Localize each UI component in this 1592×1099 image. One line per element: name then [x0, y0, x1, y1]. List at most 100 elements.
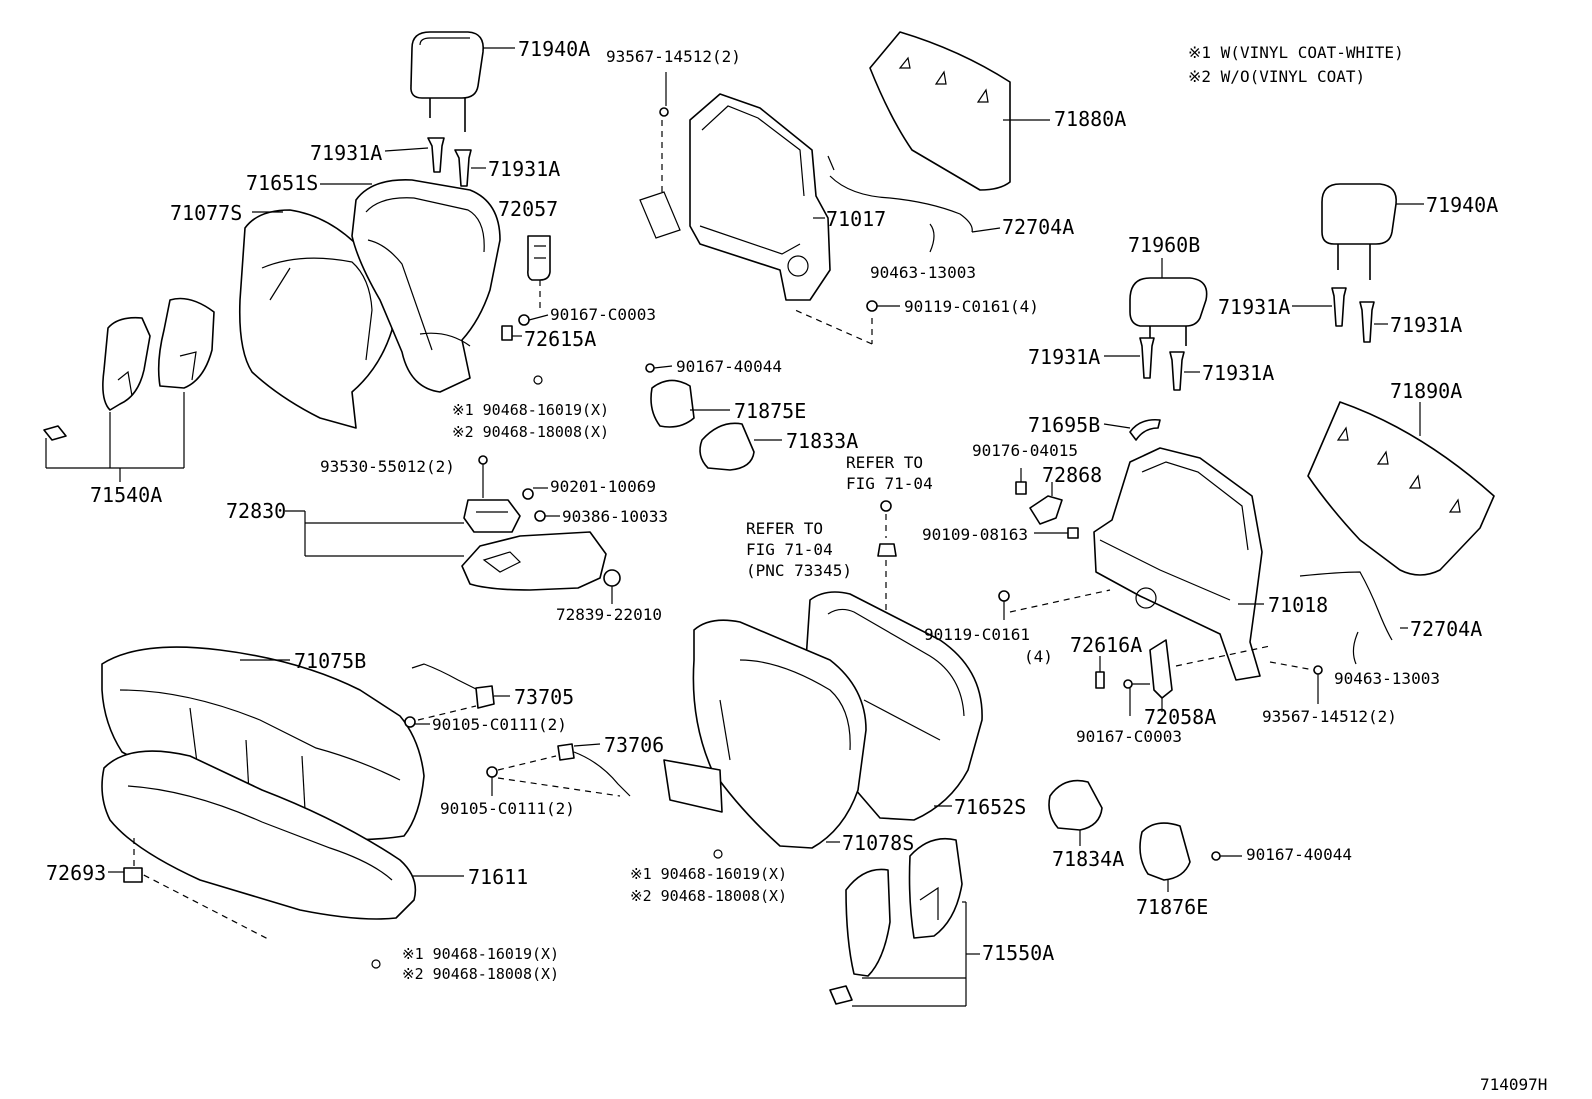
headrest-guide-71931A-a — [384, 137, 445, 173]
bolt-90109 — [1034, 527, 1079, 539]
bolt-93567-top — [659, 72, 669, 117]
pin-90468-c — [371, 959, 381, 969]
label-90109: 90109-08163 — [922, 525, 1028, 544]
headrest-guide-71931A-e — [1104, 337, 1155, 379]
seatback-frame-71018 — [1093, 447, 1264, 681]
label-71540A: 71540A — [90, 483, 163, 507]
side-cover-71550A — [829, 837, 980, 1007]
label-71695B: 71695B — [1028, 413, 1101, 437]
label-71880A: 71880A — [1054, 107, 1127, 131]
cover-71876E — [1139, 822, 1191, 892]
label-90463-bottom: 90463-13003 — [1334, 669, 1440, 688]
label-72868: 72868 — [1042, 463, 1103, 487]
label-71960B: 71960B — [1128, 233, 1201, 257]
bolt-90105-a — [404, 705, 477, 728]
bracket-72868 — [1029, 482, 1063, 525]
side-cover-71540A — [43, 297, 215, 482]
label-90468-b2: ※2 90468-18008(X) — [630, 887, 788, 905]
label-93567-bottom: 93567-14512(2) — [1262, 707, 1397, 726]
label-71931A-4: 71931A — [1390, 313, 1463, 337]
screw-90167-40044-bottom — [1211, 851, 1242, 861]
headrest-guide-71931A-d — [1359, 301, 1388, 343]
label-71890A: 71890A — [1390, 379, 1463, 403]
bolt-ref — [877, 500, 897, 620]
seatback-board-71880A — [869, 31, 1050, 191]
label-71940A-left: 71940A — [518, 37, 591, 61]
label-72839: 72839-22010 — [556, 605, 662, 624]
label-90468-c2: ※2 90468-18008(X) — [402, 965, 560, 983]
label-72693: 72693 — [46, 861, 107, 885]
label-73705: 73705 — [514, 685, 575, 709]
label-71651S: 71651S — [246, 171, 319, 195]
headrest-71940A-left — [410, 31, 515, 132]
label-90176: 90176-04015 — [972, 441, 1078, 460]
headrest-71960B — [1129, 258, 1208, 346]
cable-72704A-bottom — [1299, 571, 1408, 665]
label-71834A: 71834A — [1052, 847, 1125, 871]
cover-71834A — [1048, 779, 1103, 846]
label-90167-C0003-bottom: 90167-C0003 — [1076, 727, 1182, 746]
label-72830: 72830 — [226, 499, 287, 523]
label-72704A-top: 72704A — [1002, 215, 1075, 239]
label-90119-top: 90119-C0161(4) — [904, 297, 1039, 316]
label-90119-bottom-qty: (4) — [1024, 647, 1053, 666]
label-90167-40044-bottom: 90167-40044 — [1246, 845, 1352, 864]
label-90468-a1: ※1 90468-16019(X) — [452, 401, 610, 419]
label-93567-top: 93567-14512(2) — [606, 47, 741, 66]
bolt-90119-bottom — [998, 589, 1111, 620]
ref-fig-71-04-b: REFER TO FIG 71-04 (PNC 73345) — [746, 519, 852, 580]
seatback-frame-71017 — [639, 93, 831, 301]
screw-90167-40044-top — [645, 363, 673, 373]
headrest-guide-71931A-c — [1292, 287, 1347, 327]
label-71875E: 71875E — [734, 399, 807, 423]
label-71940A-right: 71940A — [1426, 193, 1499, 217]
label-71931A-2: 71931A — [488, 157, 561, 181]
label-71931A-5: 71931A — [1028, 345, 1101, 369]
label-90468-a2: ※2 90468-18008(X) — [452, 423, 610, 441]
screw-90167-C0003-top — [518, 314, 549, 326]
armrest-72830 — [285, 455, 607, 591]
pin-90468-a — [533, 375, 543, 385]
label-71931A-6: 71931A — [1202, 361, 1275, 385]
label-71652S: 71652S — [954, 795, 1027, 819]
label-72615A: 72615A — [524, 327, 597, 351]
label-93530: 93530-55012(2) — [320, 457, 455, 476]
washer-90201 — [522, 487, 548, 500]
label-73706: 73706 — [604, 733, 665, 757]
headrest-71940A-right — [1321, 183, 1424, 280]
label-71550A: 71550A — [982, 941, 1055, 965]
label-71833A: 71833A — [786, 429, 859, 453]
seatback-cover-71078S — [663, 619, 867, 849]
seatback-pad-71651S — [320, 179, 501, 393]
label-71078S: 71078S — [842, 831, 915, 855]
label-90105-a: 90105-C0111(2) — [432, 715, 567, 734]
bolt-90119-top — [794, 300, 900, 345]
label-90386: 90386-10033 — [562, 507, 668, 526]
clip-72615A — [501, 325, 522, 341]
label-71017: 71017 — [826, 207, 887, 231]
nut-90176 — [1015, 468, 1027, 495]
headrest-guide-71931A-f — [1169, 351, 1200, 391]
clip-72057 — [527, 235, 551, 312]
bolt-90105-b — [486, 755, 621, 797]
label-90167-40044-top: 90167-40044 — [676, 357, 782, 376]
label-90167-C0003-top: 90167-C0003 — [550, 305, 656, 324]
clip-72616A — [1095, 656, 1105, 689]
hook-73705 — [411, 663, 510, 709]
pin-90468-b — [713, 849, 723, 859]
label-71931A-3: 71931A — [1218, 295, 1291, 319]
label-71075B: 71075B — [294, 649, 367, 673]
note-vinyl-none: ※2 W/O(VINYL COAT) — [1188, 67, 1366, 86]
label-90201: 90201-10069 — [550, 477, 656, 496]
note-vinyl-white: ※1 W(VINYL COAT-WHITE) — [1188, 43, 1404, 62]
seat-cushion-pad-71611 — [101, 750, 464, 941]
label-72057: 72057 — [498, 197, 559, 221]
clip-71695B — [1103, 418, 1161, 441]
bracket-72058A — [1123, 639, 1271, 716]
cable-72704A-top — [827, 155, 1001, 253]
label-72058A: 72058A — [1144, 705, 1217, 729]
figure-id: 714097H — [1480, 1075, 1548, 1094]
label-71077S: 71077S — [170, 201, 243, 225]
headrest-guide-71931A-b — [454, 149, 486, 187]
cover-71875E — [650, 379, 730, 428]
